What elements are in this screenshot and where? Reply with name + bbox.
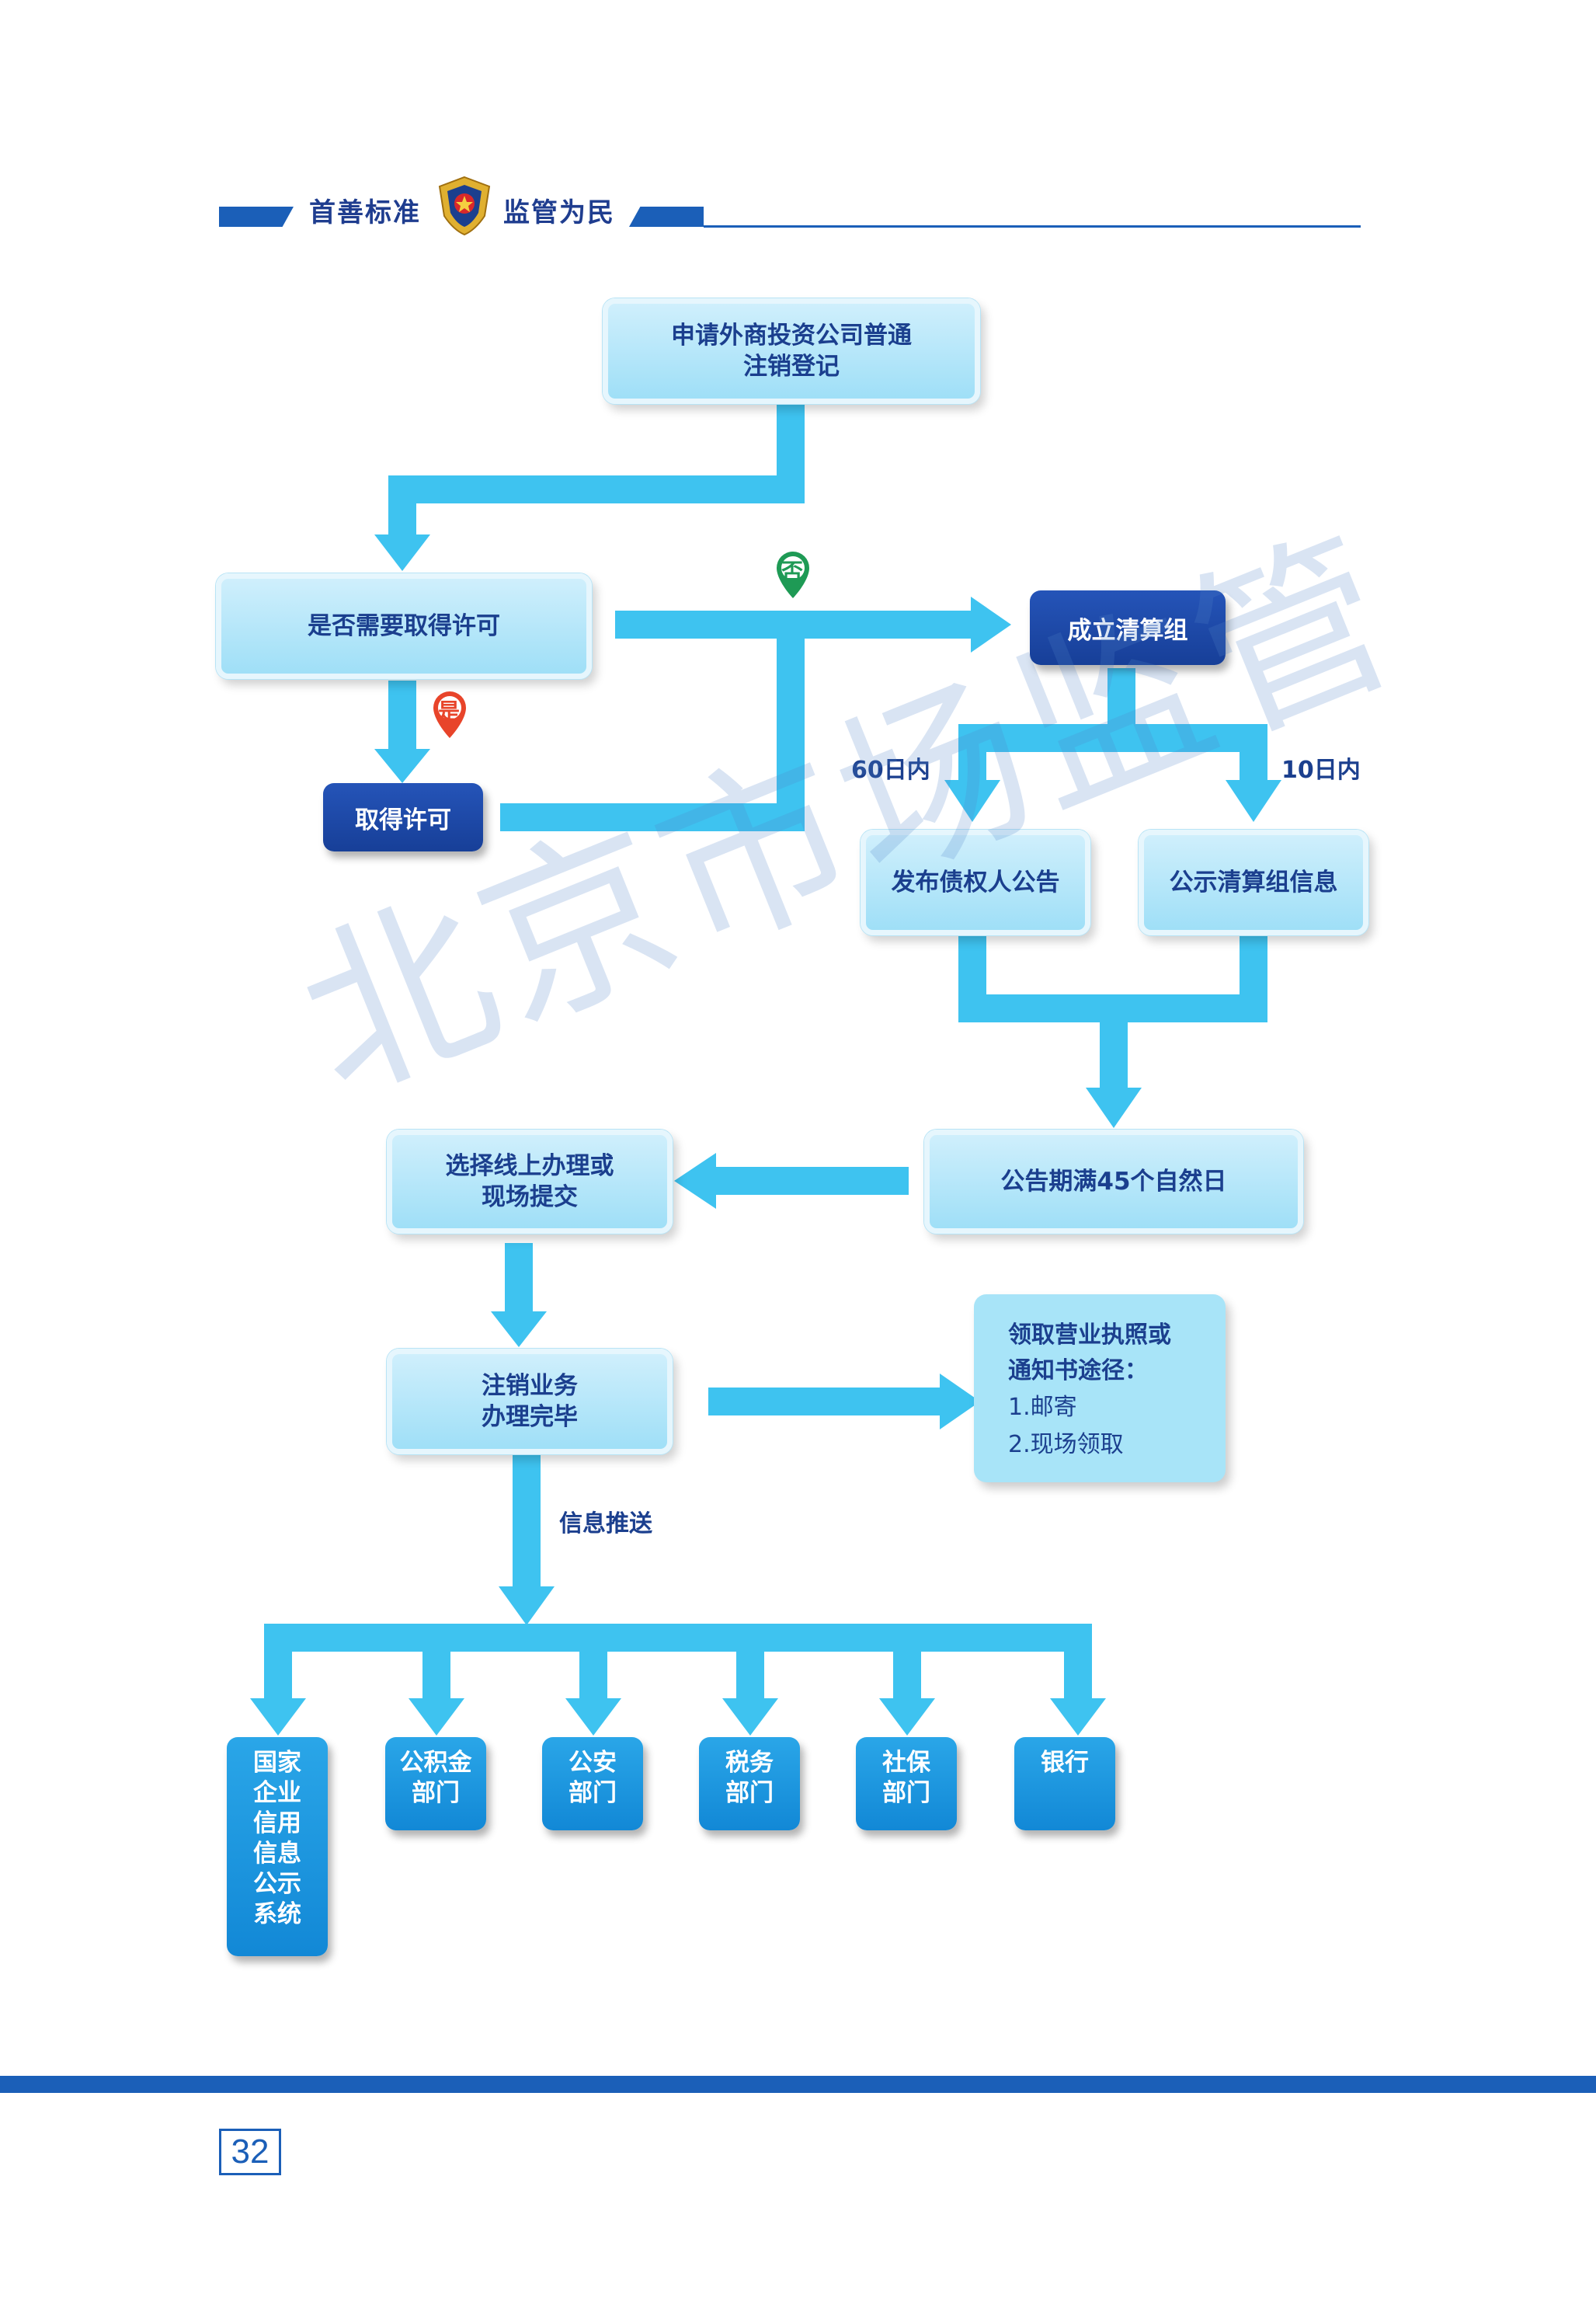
info-push-label: 信息推送 (559, 1510, 652, 1537)
license-option-mail: 1.邮寄 (1008, 1394, 1077, 1421)
node-need-permit: 是否需要取得许可 (216, 573, 592, 679)
target-bank: 银行 (1014, 1737, 1115, 1830)
node-start: 申请外商投资公司普通 注销登记 (603, 298, 980, 404)
yes-label: 是 (438, 698, 461, 724)
police-emblem-icon (436, 176, 492, 236)
within-10-label: 10日内 (1281, 757, 1361, 784)
license-retrieval-title: 领取营业执照或 通知书途径： (1008, 1321, 1171, 1384)
header-line (704, 225, 1361, 228)
footer-bar (0, 2076, 1596, 2093)
node-liquidation-group: 成立清算组 (1030, 590, 1226, 665)
node-notice-period: 公告期满45个自然日 (924, 1130, 1303, 1234)
node-license-retrieval: 领取营业执照或 通知书途径： 1.邮寄 2.现场领取 (974, 1294, 1226, 1482)
target-public-security: 公安 部门 (542, 1737, 643, 1830)
node-creditor-notice: 发布债权人公告 (861, 830, 1090, 935)
header-left-bar (219, 207, 294, 227)
no-marker-icon (775, 550, 811, 601)
yes-marker-icon (432, 690, 468, 741)
no-label: 否 (781, 559, 804, 584)
header-left-slogan: 首善标准 (309, 197, 421, 228)
target-housing-fund: 公积金 部门 (385, 1737, 486, 1830)
page-number: 32 (219, 2129, 281, 2175)
header-right-slogan: 监管为民 (503, 197, 615, 228)
node-choose-channel: 选择线上办理或 现场提交 (387, 1130, 673, 1234)
node-get-permit: 取得许可 (323, 783, 483, 851)
target-tax: 税务 部门 (699, 1737, 800, 1830)
within-60-label: 60日内 (851, 757, 930, 784)
header-right-bar (629, 207, 704, 227)
node-publicize-group-info: 公示清算组信息 (1139, 830, 1368, 935)
target-social-security: 社保 部门 (856, 1737, 957, 1830)
target-credit-system: 国家 企业 信用 信息 公示 系统 (227, 1737, 328, 1956)
license-option-onsite: 2.现场领取 (1008, 1431, 1124, 1458)
node-cancellation-done: 注销业务 办理完毕 (387, 1349, 673, 1454)
